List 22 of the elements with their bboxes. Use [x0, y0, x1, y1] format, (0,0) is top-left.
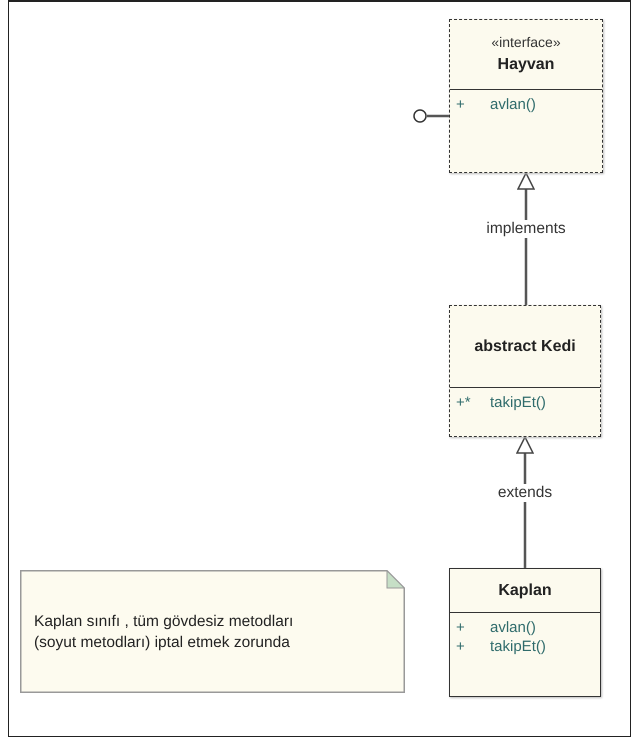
edge-label: extends: [496, 484, 554, 502]
class-name: abstract Kedi: [474, 337, 576, 357]
class-box: [449, 19, 603, 173]
visibility-marker: +*: [456, 394, 472, 412]
method-name: avlan(): [490, 619, 536, 637]
note-text: Kaplan sınıfı , tüm gövdesiz metodları (soyut metodları) iptal etmek zorunda: [34, 612, 294, 652]
class-name: Hayvan: [498, 55, 554, 75]
visibility-marker: +: [456, 619, 466, 637]
stereotype-label: «interface»: [491, 34, 561, 50]
visibility-marker: +: [456, 96, 466, 114]
interface-lollipop: [413, 109, 427, 123]
class-name: Kaplan: [498, 581, 552, 601]
class-box: [449, 568, 601, 697]
connector-line: [427, 114, 449, 118]
visibility-marker: +: [456, 638, 466, 656]
note-box: [20, 570, 405, 693]
method-name: takipEt(): [490, 394, 546, 412]
class-box: [449, 305, 601, 437]
edge-label: implements: [484, 220, 568, 238]
method-name: takipEt(): [490, 638, 546, 656]
method-name: avlan(): [490, 96, 536, 114]
generalization-arrow: [517, 172, 535, 305]
